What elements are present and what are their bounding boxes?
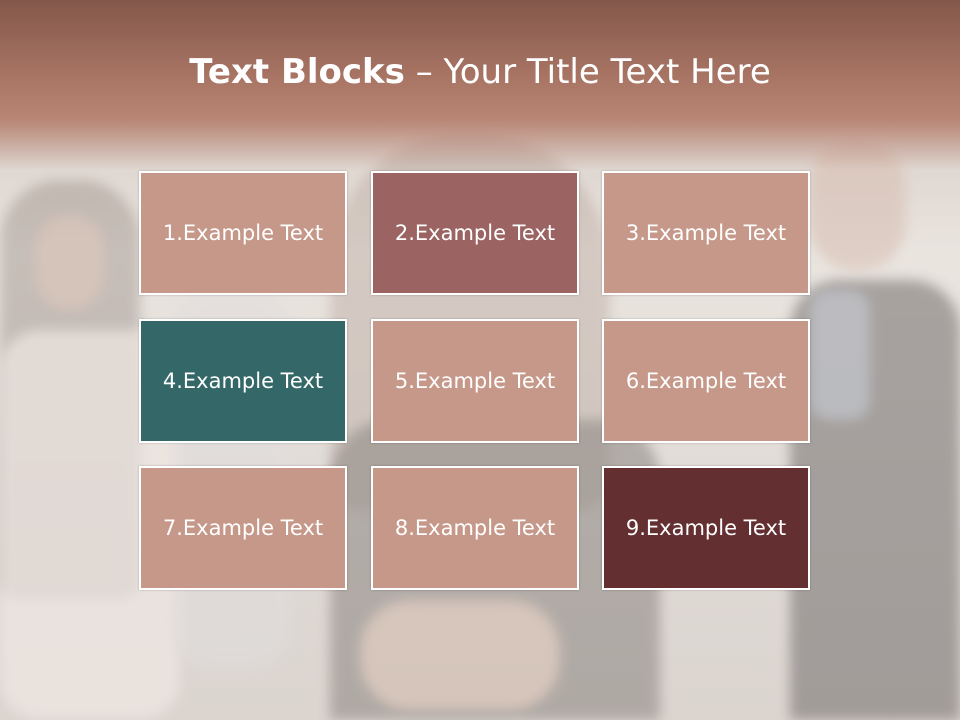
slide-title[interactable]: Text Blocks – Your Title Text Here bbox=[0, 52, 960, 92]
text-block-7[interactable]: 7.Example Text bbox=[139, 466, 347, 590]
text-block-2[interactable]: 2.Example Text bbox=[371, 171, 579, 295]
title-banner bbox=[0, 0, 960, 170]
slide-title-rest: – Your Title Text Here bbox=[404, 52, 771, 92]
text-block-5[interactable]: 5.Example Text bbox=[371, 319, 579, 443]
text-block-4[interactable]: 4.Example Text bbox=[139, 319, 347, 443]
background-photo-shirt-right bbox=[810, 290, 870, 420]
text-block-1[interactable]: 1.Example Text bbox=[139, 171, 347, 295]
text-block-6[interactable]: 6.Example Text bbox=[602, 319, 810, 443]
slide-title-bold: Text Blocks bbox=[189, 52, 405, 92]
background-photo-arms bbox=[360, 600, 560, 710]
text-block-8[interactable]: 8.Example Text bbox=[371, 466, 579, 590]
text-block-3[interactable]: 3.Example Text bbox=[602, 171, 810, 295]
background-photo-face-left bbox=[35, 215, 105, 310]
text-block-9[interactable]: 9.Example Text bbox=[602, 466, 810, 590]
